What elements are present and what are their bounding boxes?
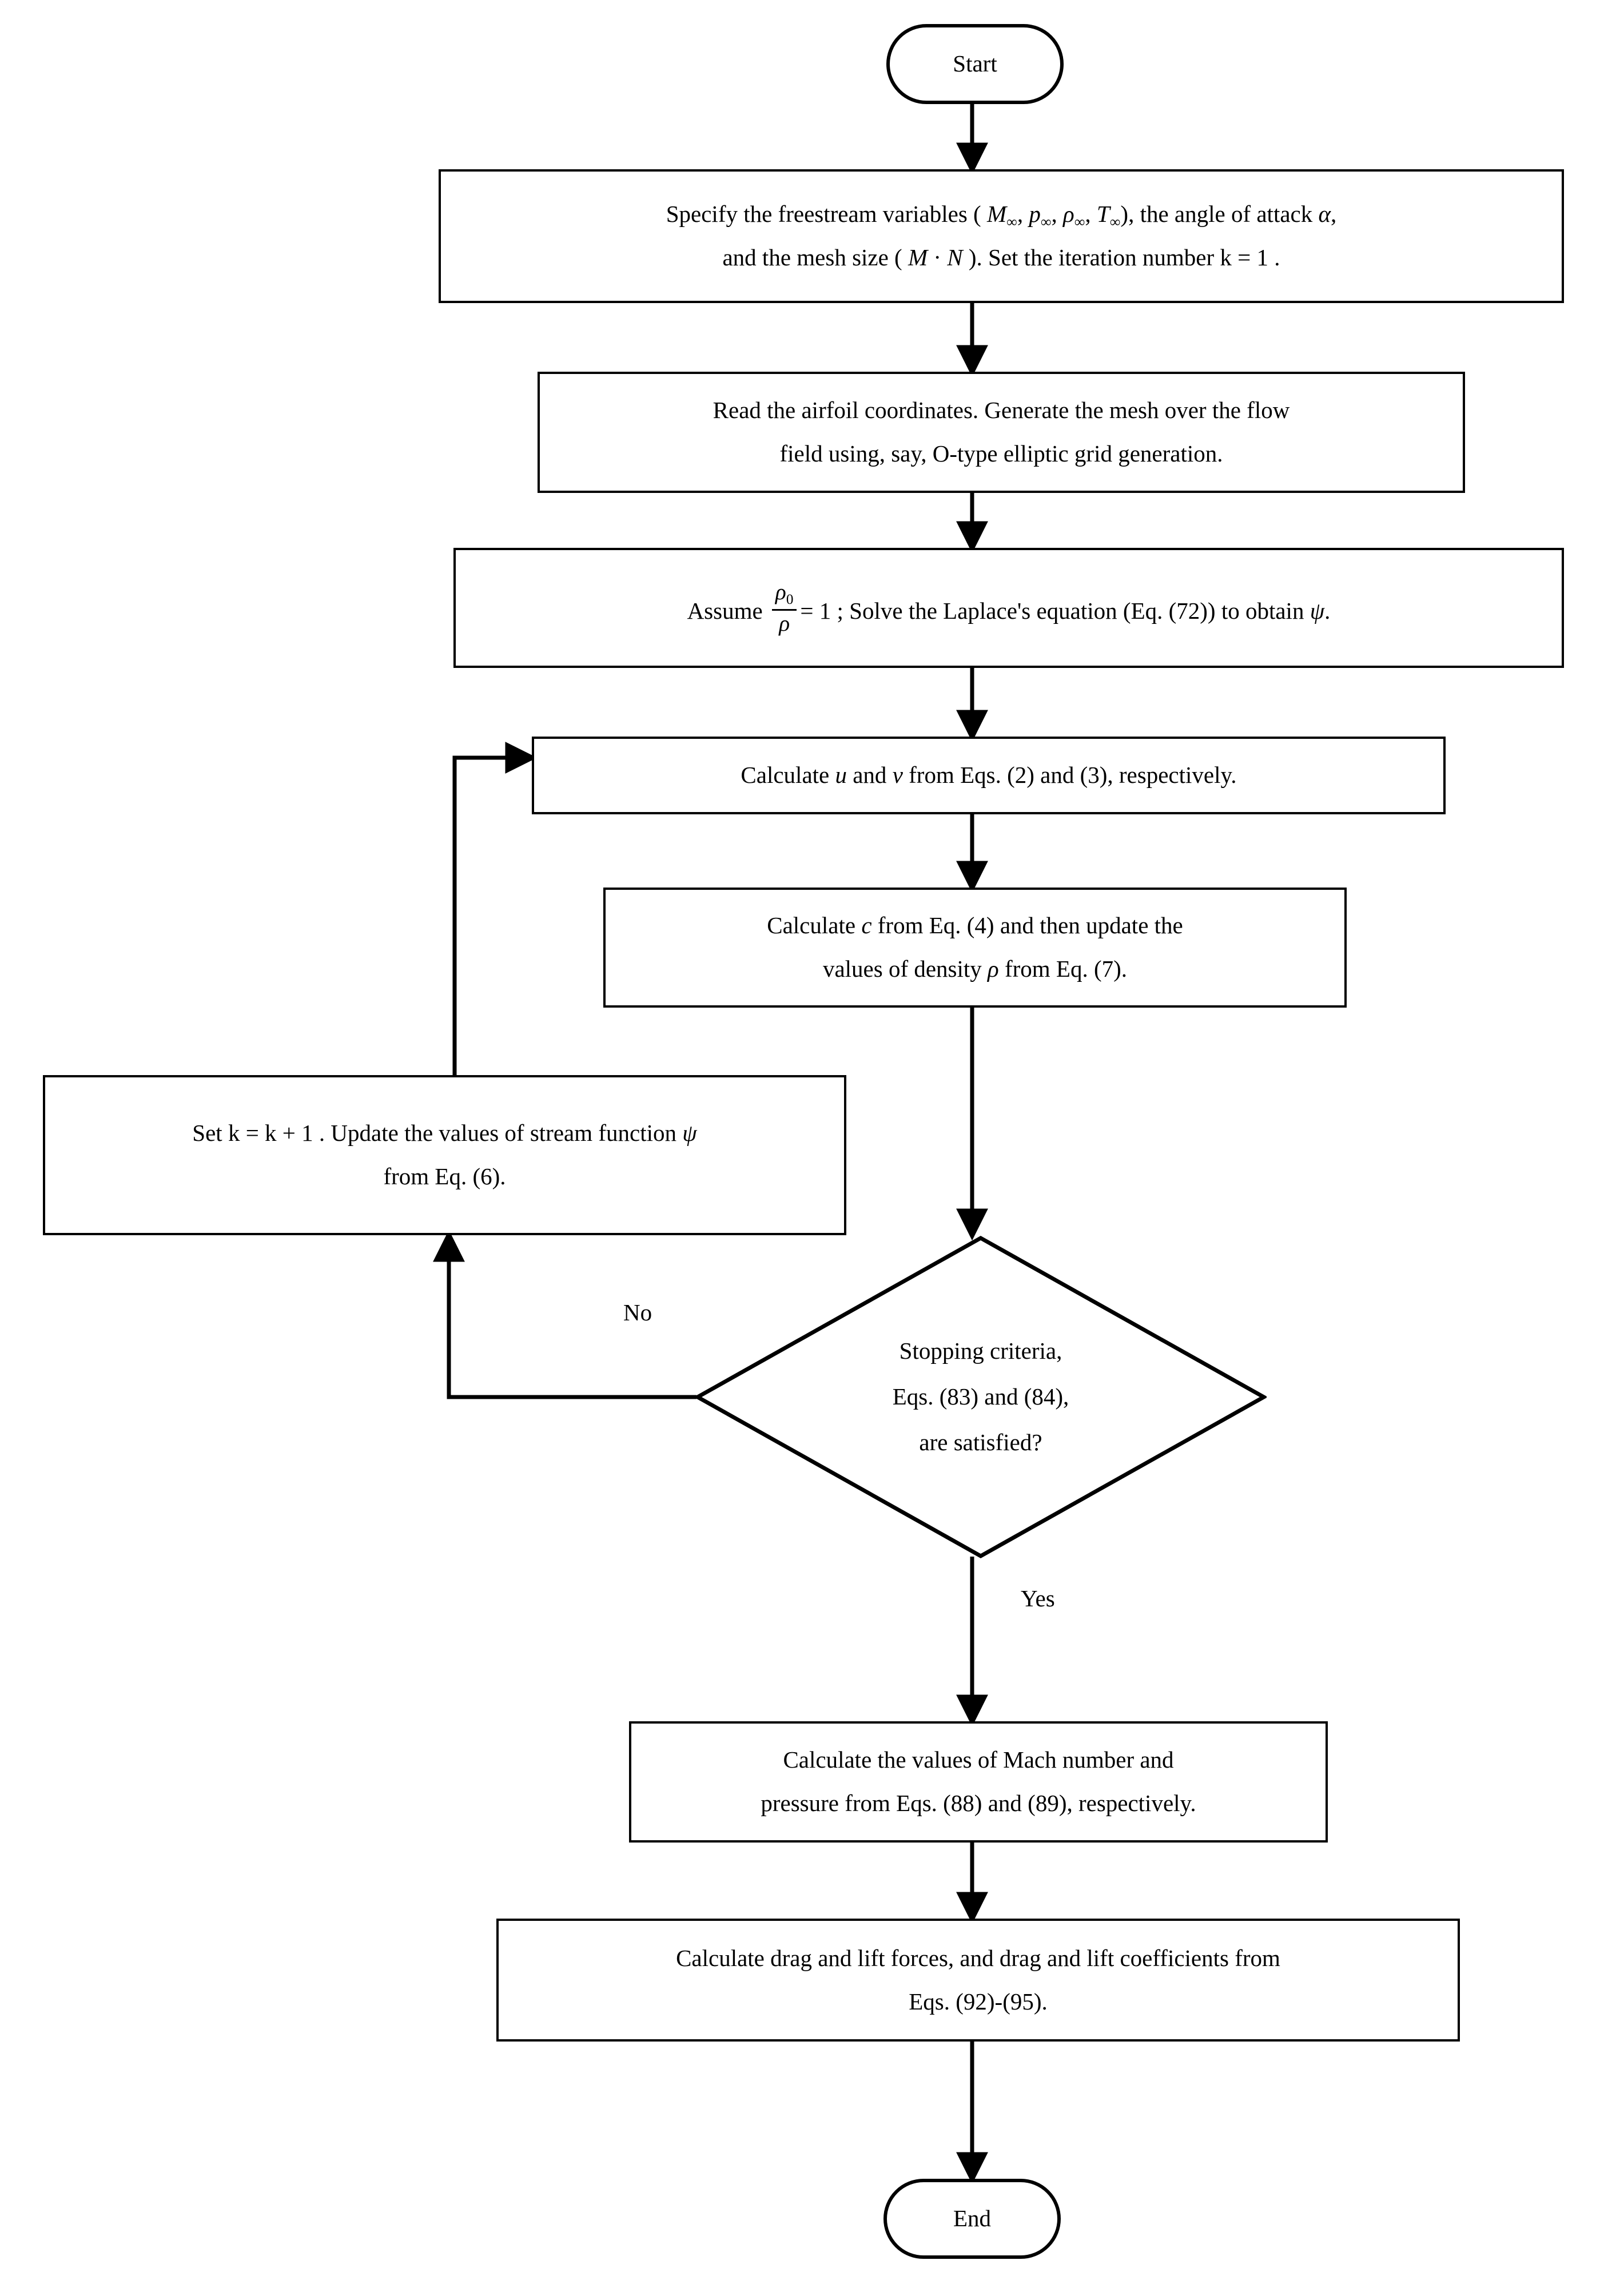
specify-meshM: M <box>908 244 928 271</box>
calcc-l1b: from Eq. (4) and then update the <box>871 912 1183 939</box>
calcc-l1a: Calculate <box>767 912 862 939</box>
edge-label-yes: Yes <box>1021 1585 1055 1611</box>
node-specify-text: Specify the freestream variables ( M∞, p… <box>441 193 1562 280</box>
node-specify-freestream[interactable]: Specify the freestream variables ( M∞, p… <box>439 169 1564 303</box>
calcc-l2b: from Eq. (7). <box>998 956 1128 982</box>
node-calculate-drag-lift-text: Calculate drag and lift forces, and drag… <box>499 1937 1458 2024</box>
specify-l1a: Specify the freestream variables ( <box>666 201 987 228</box>
node-calculate-u-v-text: Calculate u and v from Eqs. (2) and (3),… <box>534 754 1443 797</box>
node-calculate-drag-lift[interactable]: Calculate drag and lift forces, and drag… <box>496 1919 1460 2042</box>
node-start-label: Start <box>953 50 997 77</box>
specify-l1c: , <box>1331 201 1337 228</box>
node-start[interactable]: Start <box>886 24 1064 104</box>
specify-l1b: ), the angle of attack <box>1120 201 1319 228</box>
specify-l2b: ). Set the iteration number k = 1 . <box>962 244 1280 271</box>
calcuv-u: u <box>835 762 847 789</box>
specify-T: T <box>1096 201 1110 228</box>
assume-middle: = 1 ; Solve the Laplace's equation (Eq. … <box>800 598 1310 624</box>
node-read-airfoil[interactable]: Read the airfoil coordinates. Generate t… <box>538 372 1465 493</box>
setk-psi: ψ <box>682 1120 697 1147</box>
node-set-k-update-psi[interactable]: Set k = k + 1 . Update the values of str… <box>43 1075 846 1235</box>
node-calculate-u-v[interactable]: Calculate u and v from Eqs. (2) and (3),… <box>532 737 1446 814</box>
forces-line1: Calculate drag and lift forces, and drag… <box>676 1944 1280 1971</box>
specify-rho-sub: ∞ <box>1074 213 1085 230</box>
specify-sep2: , <box>1051 201 1064 228</box>
assume-suffix: . <box>1324 598 1331 624</box>
mach-line2: pressure from Eqs. (88) and (89), respec… <box>761 1790 1196 1816</box>
specify-p-sub: ∞ <box>1040 213 1052 230</box>
specify-rho: ρ <box>1063 201 1074 228</box>
specify-T-sub: ∞ <box>1109 213 1121 230</box>
node-stopping-criteria-decision[interactable]: Stopping criteria, Eqs. (83) and (84), a… <box>695 1235 1267 1559</box>
mach-line1: Calculate the values of Mach number and <box>783 1746 1174 1773</box>
specify-meshN: N <box>947 244 963 271</box>
calcc-l2a: values of density <box>822 956 988 982</box>
calcuv-b: and <box>846 762 893 789</box>
calcuv-c: from Eqs. (2) and (3), respectively. <box>902 762 1237 789</box>
node-calculate-mach-pressure[interactable]: Calculate the values of Mach number and … <box>629 1721 1328 1843</box>
read-line2: field using, say, O-type elliptic grid g… <box>779 440 1223 467</box>
assume-psi: ψ <box>1310 598 1325 624</box>
calcc-c: c <box>861 912 872 939</box>
specify-dot: · <box>928 244 948 271</box>
assume-num-rho: ρ <box>775 579 786 605</box>
node-end-label: End <box>953 2205 992 2232</box>
assume-prefix: Assume <box>687 598 769 624</box>
setk-l1a: Set k = k + 1 . Update the values of str… <box>192 1120 683 1147</box>
specify-M: M <box>986 201 1007 228</box>
edge-decision-no-to-setk <box>433 1229 696 1399</box>
specify-alpha: α <box>1318 201 1331 228</box>
edge-label-no: No <box>623 1299 652 1326</box>
edge-setk-to-calcuv <box>452 742 538 1075</box>
node-calculate-mach-text: Calculate the values of Mach number and … <box>631 1738 1326 1825</box>
calcuv-v: v <box>892 762 903 789</box>
specify-p: p <box>1029 201 1041 228</box>
decision-diamond-shape <box>695 1235 1267 1559</box>
calcuv-a: Calculate <box>741 762 835 789</box>
node-calculate-c-density[interactable]: Calculate c from Eq. (4) and then update… <box>603 888 1347 1008</box>
specify-M-sub: ∞ <box>1006 213 1017 230</box>
specify-l2a: and the mesh size ( <box>722 244 908 271</box>
forces-line2: Eqs. (92)-(95). <box>909 1988 1048 2015</box>
assume-num-sub: 0 <box>786 592 794 608</box>
read-line1: Read the airfoil coordinates. Generate t… <box>713 397 1290 424</box>
setk-l2: from Eq. (6). <box>383 1163 506 1189</box>
node-read-airfoil-text: Read the airfoil coordinates. Generate t… <box>540 389 1463 476</box>
calcc-rho: ρ <box>988 956 999 982</box>
node-calculate-c-text: Calculate c from Eq. (4) and then update… <box>606 904 1344 991</box>
node-end[interactable]: End <box>883 2179 1061 2259</box>
node-set-k-text: Set k = k + 1 . Update the values of str… <box>45 1112 844 1199</box>
specify-sep3: , <box>1085 201 1097 228</box>
assume-den-rho: ρ <box>771 608 797 635</box>
specify-sep1: , <box>1017 201 1029 228</box>
